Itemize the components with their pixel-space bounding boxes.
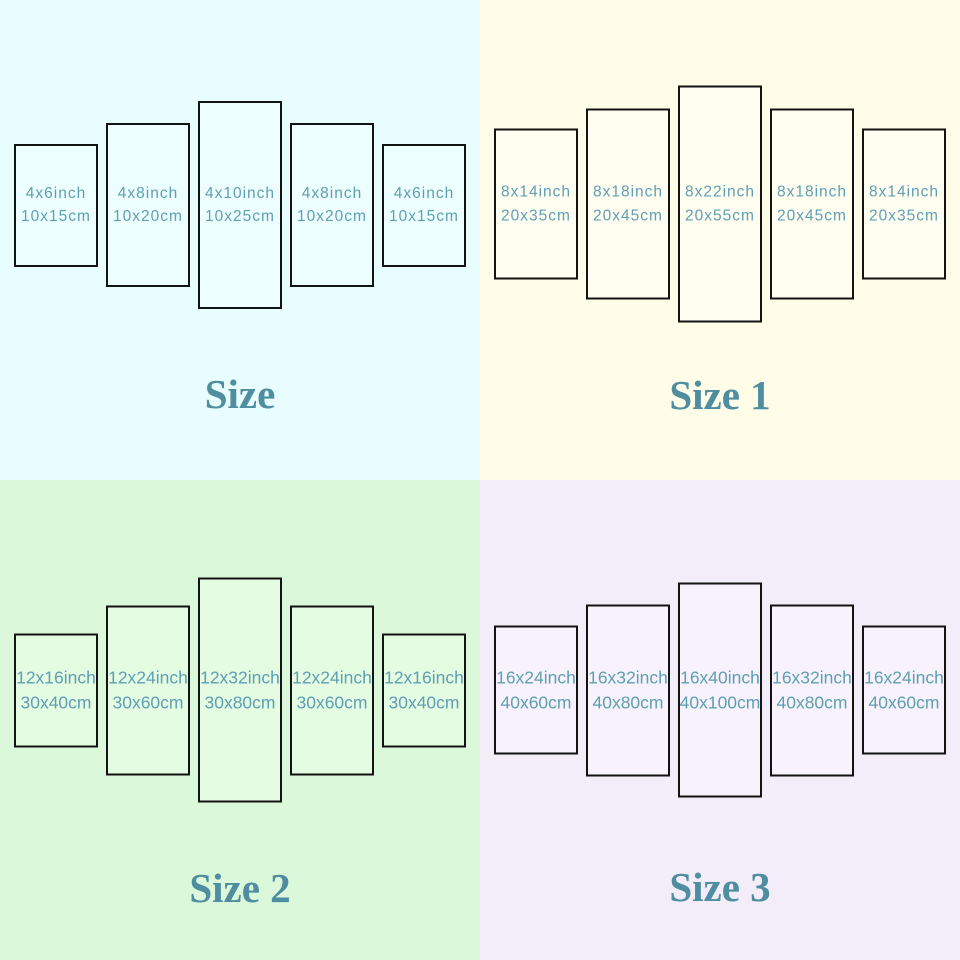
quadrant-title: Size 2 bbox=[189, 865, 291, 912]
panel-row: 4x6inch 10x15cm 4x8inch 10x20cm 4x10inch… bbox=[14, 101, 466, 309]
panel-inch-label: 12x24inch bbox=[108, 667, 188, 688]
panel-cm-label: 40x80cm bbox=[592, 692, 664, 712]
panel-inch-label: 16x24inch bbox=[496, 667, 576, 688]
panel-cm-label: 20x45cm bbox=[777, 207, 847, 224]
canvas-panel: 8x18inch 20x45cm bbox=[770, 108, 854, 300]
panel-cm-label: 40x60cm bbox=[500, 692, 572, 712]
panel-cm-label: 20x45cm bbox=[593, 207, 663, 224]
panel-row: 16x24inch 40x60cm 16x32inch 40x80cm 16x4… bbox=[494, 582, 946, 798]
canvas-panel: 8x18inch 20x45cm bbox=[586, 108, 670, 300]
panel-cm-label: 30x80cm bbox=[204, 692, 276, 712]
panel-inch-label: 8x18inch bbox=[776, 183, 848, 201]
quadrant-size-1: 8x14inch 20x35cm 8x18inch 20x45cm 8x22in… bbox=[480, 0, 960, 480]
canvas-panel: 12x16inch 30x40cm bbox=[382, 633, 466, 747]
canvas-panel: 8x22inch 20x55cm bbox=[678, 85, 762, 323]
panel-inch-label: 8x18inch bbox=[592, 183, 664, 201]
panel-inch-label: 16x32inch bbox=[588, 667, 668, 688]
canvas-panel: 12x24inch 30x60cm bbox=[106, 605, 190, 775]
panel-inch-label: 4x8inch bbox=[117, 184, 179, 202]
panel-cm-label: 10x25cm bbox=[205, 208, 275, 225]
panel-inch-label: 8x22inch bbox=[684, 183, 756, 201]
quadrant-size: 4x6inch 10x15cm 4x8inch 10x20cm 4x10inch… bbox=[0, 0, 480, 480]
quadrant-title: Size bbox=[204, 371, 276, 418]
panel-inch-label: 4x6inch bbox=[25, 184, 87, 202]
panel-inch-label: 12x32inch bbox=[200, 667, 280, 688]
quadrant-title: Size 1 bbox=[669, 372, 771, 419]
canvas-panel: 8x14inch 20x35cm bbox=[494, 128, 578, 280]
panel-cm-label: 30x60cm bbox=[296, 692, 368, 712]
panel-inch-label: 4x10inch bbox=[204, 184, 276, 202]
canvas-panel: 16x32inch 40x80cm bbox=[770, 604, 854, 776]
panel-cm-label: 30x40cm bbox=[388, 692, 460, 712]
panel-cm-label: 40x80cm bbox=[776, 692, 848, 712]
canvas-panel: 8x14inch 20x35cm bbox=[862, 128, 946, 280]
canvas-panel: 4x10inch 10x25cm bbox=[198, 101, 282, 309]
panel-inch-label: 12x24inch bbox=[292, 667, 372, 688]
panel-cm-label: 30x40cm bbox=[20, 692, 92, 712]
panel-inch-label: 12x16inch bbox=[16, 667, 96, 688]
canvas-panel: 16x24inch 40x60cm bbox=[494, 625, 578, 755]
panel-cm-label: 40x60cm bbox=[868, 692, 940, 712]
canvas-panel: 16x24inch 40x60cm bbox=[862, 625, 946, 755]
panel-inch-label: 16x32inch bbox=[772, 667, 852, 688]
panel-inch-label: 4x8inch bbox=[301, 184, 363, 202]
canvas-panel: 16x40inch 40x100cm bbox=[678, 582, 762, 798]
canvas-panel: 16x32inch 40x80cm bbox=[586, 604, 670, 776]
canvas-panel: 12x16inch 30x40cm bbox=[14, 633, 98, 747]
panel-inch-label: 12x16inch bbox=[384, 667, 464, 688]
panel-cm-label: 10x15cm bbox=[21, 208, 91, 225]
panel-cm-label: 30x60cm bbox=[112, 692, 184, 712]
panel-inch-label: 4x6inch bbox=[393, 184, 455, 202]
panel-inch-label: 16x24inch bbox=[864, 667, 944, 688]
canvas-panel: 4x8inch 10x20cm bbox=[106, 123, 190, 287]
canvas-panel: 4x6inch 10x15cm bbox=[14, 143, 98, 267]
panel-cm-label: 40x100cm bbox=[679, 692, 761, 712]
canvas-panel: 12x24inch 30x60cm bbox=[290, 605, 374, 775]
panel-row: 8x14inch 20x35cm 8x18inch 20x45cm 8x22in… bbox=[494, 85, 946, 323]
panel-cm-label: 20x35cm bbox=[869, 207, 939, 224]
panel-inch-label: 8x14inch bbox=[868, 183, 940, 201]
canvas-panel: 12x32inch 30x80cm bbox=[198, 577, 282, 803]
quadrant-title: Size 3 bbox=[669, 864, 771, 911]
panel-inch-label: 8x14inch bbox=[500, 183, 572, 201]
quadrant-size-3: 16x24inch 40x60cm 16x32inch 40x80cm 16x4… bbox=[480, 480, 960, 960]
panel-row: 12x16inch 30x40cm 12x24inch 30x60cm 12x3… bbox=[14, 577, 466, 803]
canvas-panel: 4x6inch 10x15cm bbox=[382, 143, 466, 267]
panel-cm-label: 10x20cm bbox=[113, 208, 183, 225]
quadrant-size-2: 12x16inch 30x40cm 12x24inch 30x60cm 12x3… bbox=[0, 480, 480, 960]
canvas-panel: 4x8inch 10x20cm bbox=[290, 123, 374, 287]
panel-cm-label: 20x35cm bbox=[501, 207, 571, 224]
panel-cm-label: 10x15cm bbox=[389, 208, 459, 225]
panel-cm-label: 20x55cm bbox=[685, 207, 755, 224]
panel-cm-label: 10x20cm bbox=[297, 208, 367, 225]
panel-inch-label: 16x40inch bbox=[680, 667, 760, 688]
